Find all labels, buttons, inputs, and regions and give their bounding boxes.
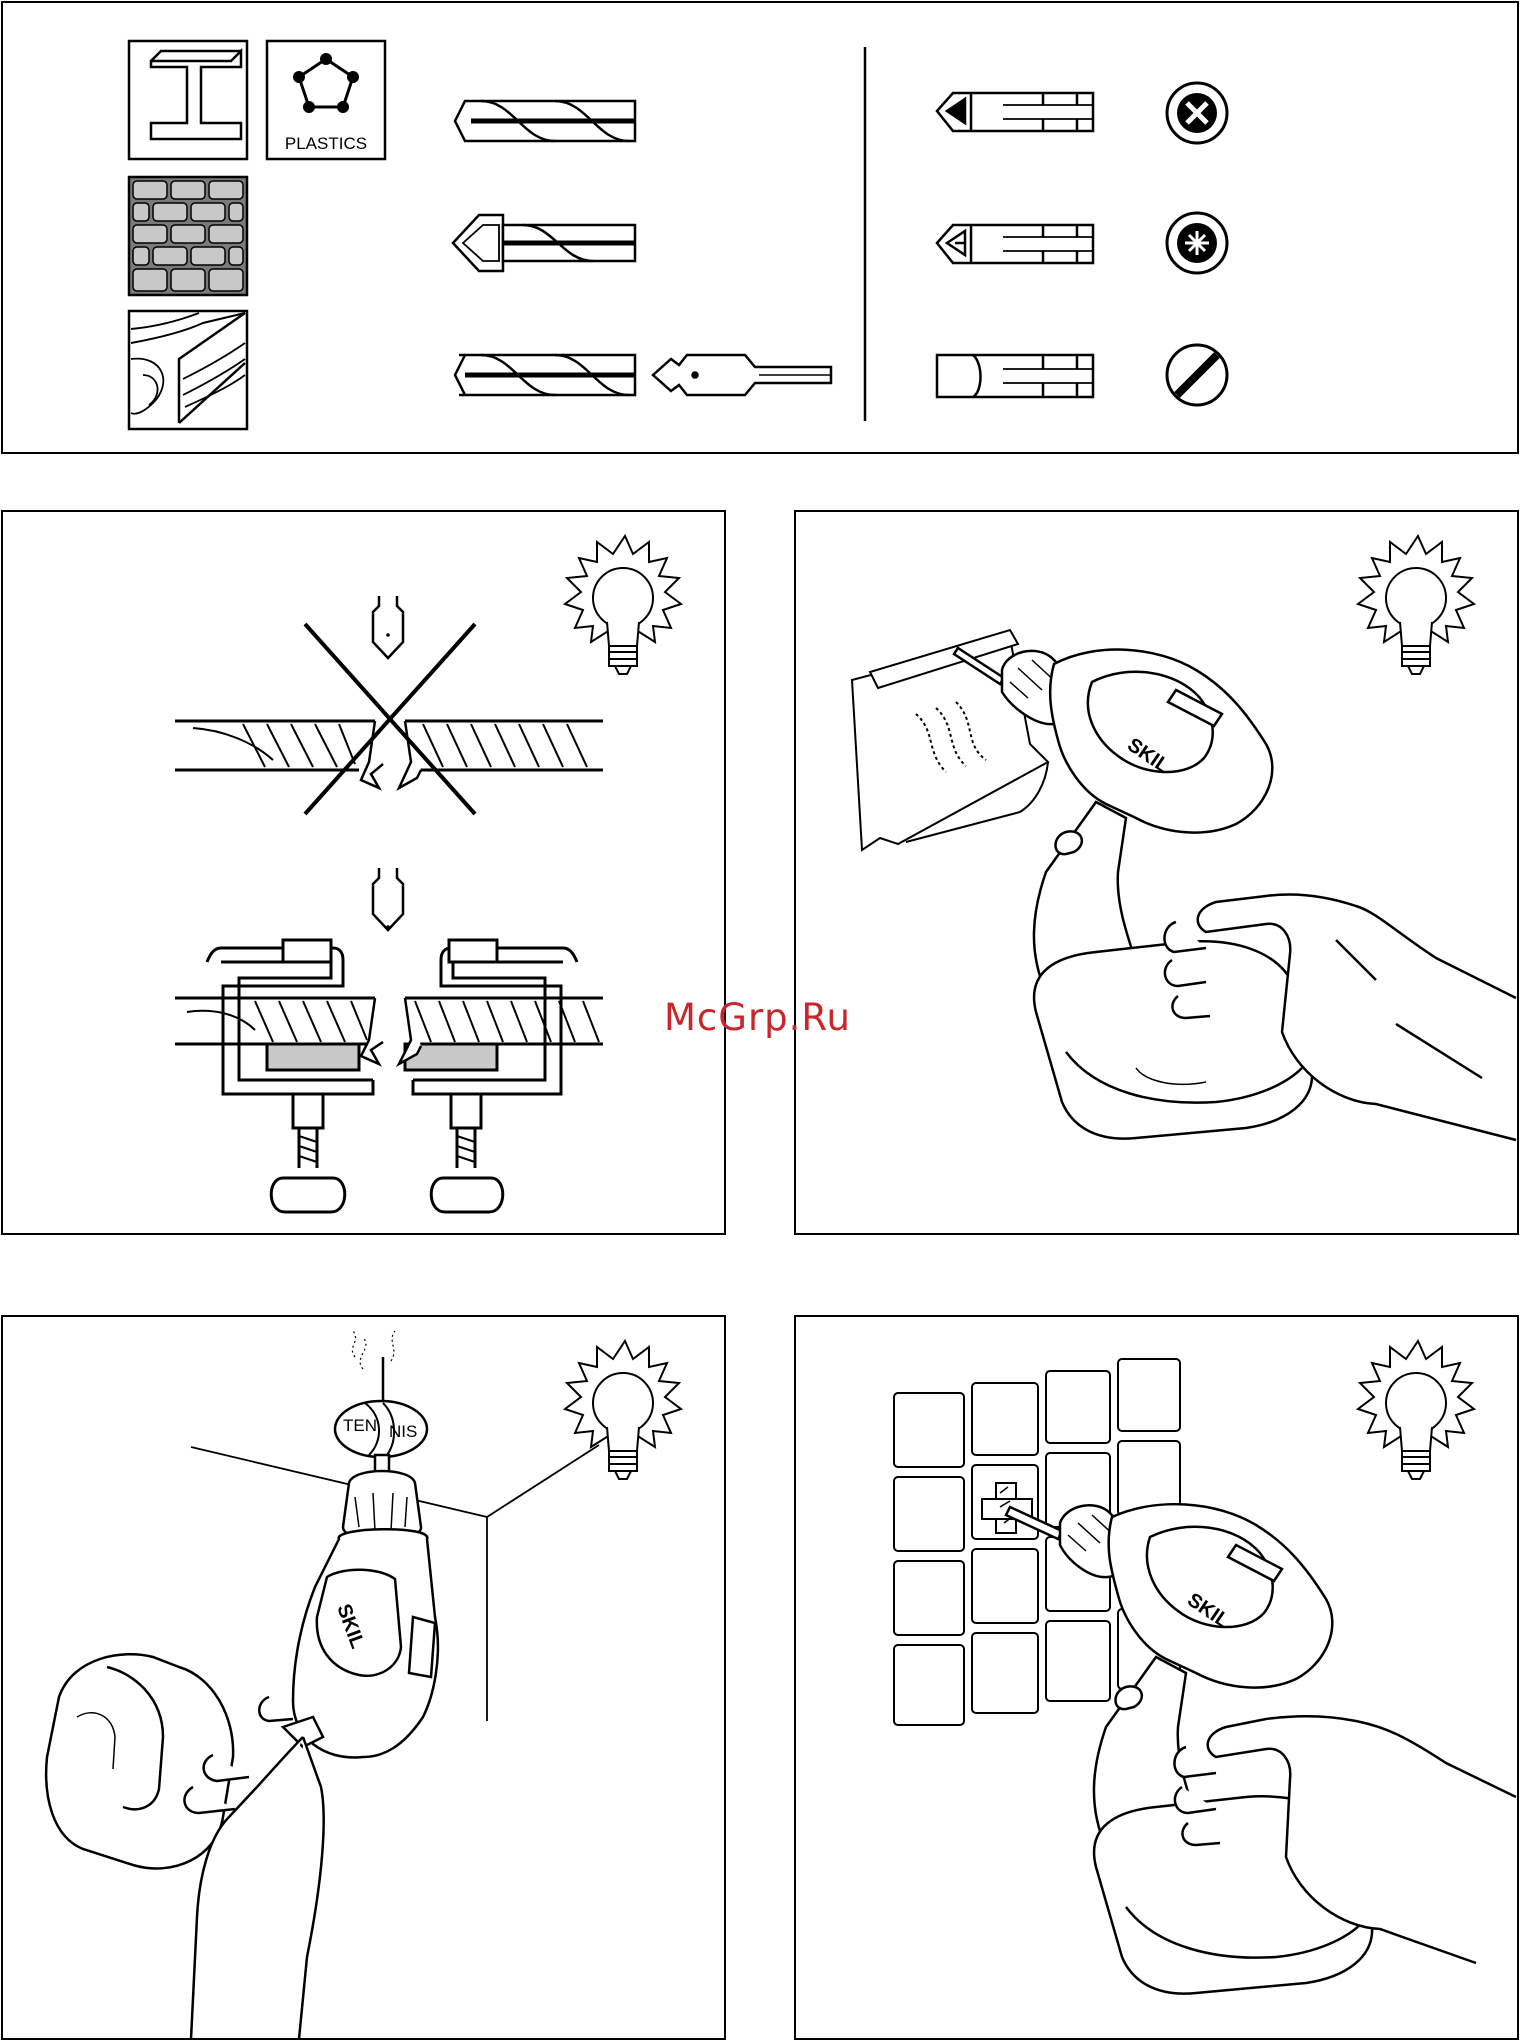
slotted-bit-icon — [937, 355, 1093, 397]
watermark-text: McGrp.Ru — [664, 996, 851, 1039]
tennis-ball-text-right: NIS — [389, 1422, 417, 1441]
metal-drill-bit-icon — [455, 101, 635, 141]
unsupported-drilling-wrong — [175, 596, 603, 814]
overhead-drilling-panel: TEN NIS SKIL — [1, 1315, 726, 2040]
spade-bit-icon — [653, 355, 831, 395]
plastics-label: PLASTICS — [285, 134, 367, 153]
lightbulb-tip-icon — [565, 1341, 681, 1479]
masonry-drill-bit-icon — [453, 215, 635, 271]
lightbulb-tip-icon — [565, 536, 681, 674]
materials-and-bits-panel: PLASTICS — [1, 1, 1519, 454]
pozidriv-screw-head-icon — [1167, 213, 1227, 273]
tennis-ball-icon: TEN NIS — [335, 1357, 427, 1457]
sheet-metal-drilling-svg: SKIL — [796, 512, 1517, 1233]
wood-icon — [129, 311, 247, 429]
right-clamp-icon — [405, 940, 577, 1212]
metal-icon — [129, 41, 247, 159]
clamped-drilling-correct — [175, 868, 603, 1212]
phillips-bit-icon — [937, 93, 1093, 131]
slotted-screw-head-icon — [1167, 345, 1227, 405]
clamp-workpiece-panel — [1, 510, 726, 1235]
sheet-metal-drilling-panel: SKIL — [794, 510, 1519, 1235]
plastics-icon: PLASTICS — [267, 41, 385, 159]
materials-and-bits-svg: PLASTICS — [3, 3, 1519, 454]
phillips-screw-head-icon — [1167, 83, 1227, 143]
clamp-workpiece-svg — [3, 512, 724, 1233]
tile-drilling-panel: SKIL — [794, 1315, 1519, 2040]
left-clamp-icon — [207, 940, 373, 1212]
masonry-icon — [129, 177, 247, 295]
tile-drilling-svg: SKIL — [796, 1317, 1517, 2038]
drill-dust-icon — [352, 1331, 395, 1369]
lightbulb-tip-icon — [1358, 536, 1474, 674]
tennis-ball-text-left: TEN — [343, 1416, 377, 1435]
lightbulb-tip-icon — [1358, 1341, 1474, 1479]
wood-drill-bit-icon — [455, 355, 635, 395]
overhead-drilling-svg: TEN NIS SKIL — [3, 1317, 724, 2038]
pozidriv-bit-icon — [937, 225, 1093, 263]
power-drill-icon: SKIL — [283, 1455, 438, 1757]
